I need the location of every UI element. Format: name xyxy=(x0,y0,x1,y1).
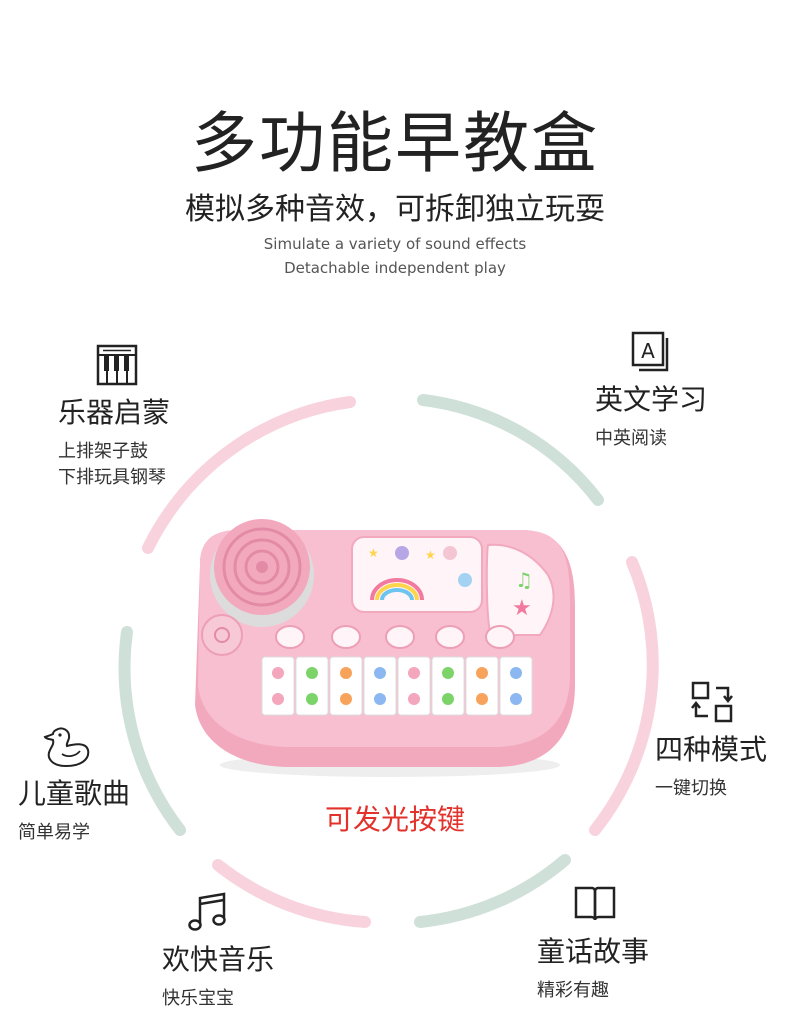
feature-modes: 四种模式 一键切换 xyxy=(655,680,767,802)
letter-a-icon: A xyxy=(631,331,669,372)
feature-english-name: 英文学习 xyxy=(595,383,708,416)
feature-modes-desc: 一键切换 xyxy=(655,778,727,799)
switch-modes-icon xyxy=(691,681,733,723)
feature-music-name: 欢快音乐 xyxy=(162,943,275,976)
feature-stories-desc: 精彩有趣 xyxy=(537,980,609,1001)
feature-instrument-desc-1: 上排架子鼓 xyxy=(58,441,148,462)
toy-illustration: ★ ★ ♫ ★ xyxy=(195,519,575,777)
feature-english-desc: 中英阅读 xyxy=(595,428,667,449)
svg-text:♫: ♫ xyxy=(515,568,533,592)
duck-icon xyxy=(43,727,90,768)
music-note-icon xyxy=(188,892,226,931)
english-line-2: Detachable independent play xyxy=(284,259,506,277)
page-title: 多功能早教盒 xyxy=(191,105,599,182)
feature-stories-name: 童话故事 xyxy=(537,935,650,968)
svg-text:★: ★ xyxy=(368,546,379,560)
feature-music: 欢快音乐 快乐宝宝 xyxy=(162,890,274,1012)
feature-modes-name: 四种模式 xyxy=(655,733,768,766)
feature-songs-desc: 简单易学 xyxy=(18,822,90,843)
feature-songs: 儿童歌曲 简单易学 xyxy=(18,724,130,846)
feature-songs-name: 儿童歌曲 xyxy=(18,777,131,810)
glowing-keys-label: 可发光按键 xyxy=(324,803,465,836)
page-subtitle: 模拟多种音效，可拆卸独立玩耍 xyxy=(185,192,605,227)
book-icon xyxy=(574,886,616,921)
svg-text:A: A xyxy=(641,339,655,363)
feature-instrument-name: 乐器启蒙 xyxy=(58,396,171,429)
svg-text:★: ★ xyxy=(425,548,436,562)
feature-english: A 英文学习 中英阅读 xyxy=(595,330,707,452)
piano-keys-icon xyxy=(96,344,138,386)
feature-instrument-desc-2: 下排玩具钢琴 xyxy=(58,467,166,488)
feature-music-desc: 快乐宝宝 xyxy=(162,988,234,1009)
english-line-1: Simulate a variety of sound effects xyxy=(263,235,527,253)
svg-text:★: ★ xyxy=(512,596,532,621)
feature-stories: 童话故事 精彩有趣 xyxy=(537,882,649,1004)
feature-instrument: 乐器启蒙 上排架子鼓 下排玩具钢琴 xyxy=(58,343,170,491)
